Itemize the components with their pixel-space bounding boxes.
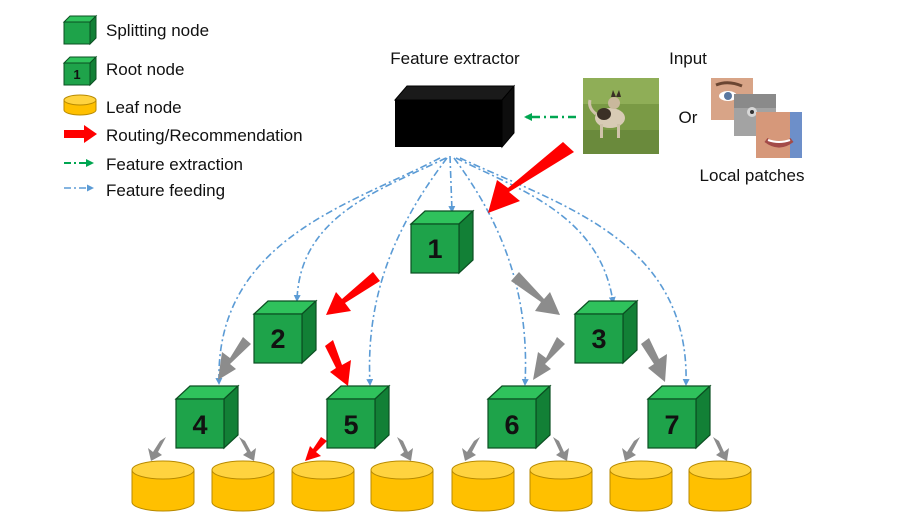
tree-node-2-label: 2 (270, 324, 285, 354)
inactive-arrow-root-to-node-3 (511, 272, 560, 315)
leaf-node-8 (688, 460, 752, 512)
tree-node-6: 6 (486, 384, 552, 450)
feeding-line-node-6 (453, 157, 529, 386)
tree-node-2: 2 (252, 299, 318, 365)
inactive-arrow-node-7-to-leaf-8 (713, 437, 729, 461)
inactive-arrow-node-3-to-node-7 (641, 338, 667, 382)
inactive-arrow-node-4-to-leaf-1 (148, 437, 166, 461)
feature-extractor-title: Feature extractor (390, 49, 520, 68)
leaf-node-6 (529, 460, 593, 512)
feature-feeding-label: Feature feeding (106, 181, 225, 200)
inactive-arrow-node-6-to-leaf-5 (462, 437, 480, 461)
tree-node-7-label: 7 (664, 410, 679, 440)
feeding-line-node-2 (293, 157, 447, 302)
leaf-node-1 (131, 460, 195, 512)
feeding-line-node-3 (455, 157, 616, 304)
tree-nodes: 1 2 3 4 5 (174, 209, 712, 450)
feature-feeding-lines (215, 155, 690, 386)
tree-node-4-label: 4 (192, 410, 207, 440)
tree-node-4: 4 (174, 384, 240, 450)
root-node-legend-number: 1 (73, 67, 80, 82)
leaf-node-4 (370, 460, 434, 512)
inactive-arrow-node-3-to-node-6 (533, 337, 565, 380)
routing-arrow-root-to-node-2 (326, 272, 380, 315)
feature-extractor-box (393, 84, 516, 149)
feeding-line-node-1 (448, 155, 456, 213)
splitting-node-label: Splitting node (106, 21, 209, 40)
leaf-node-7 (609, 460, 673, 512)
tree-node-3-label: 3 (591, 324, 606, 354)
inactive-arrows (148, 272, 729, 461)
routing-legend-arrow-icon (64, 125, 97, 143)
root-node-label: Root node (106, 60, 184, 79)
legend: Splitting node 1 Root node Leaf node Rou… (62, 14, 303, 200)
routing-arrow-node-2-to-node-5 (325, 340, 351, 386)
inactive-arrow-node-4-to-leaf-2 (239, 437, 256, 461)
input-dog-image (583, 78, 659, 154)
splitting-node-legend-icon (62, 14, 98, 46)
leaf-node-2 (211, 460, 275, 512)
leaf-node-label: Leaf node (106, 98, 182, 117)
tree-node-5-label: 5 (343, 410, 358, 440)
tree-node-1: 1 (409, 209, 475, 275)
leaf-node-3 (291, 460, 355, 512)
routing-label: Routing/Recommendation (106, 126, 303, 145)
feeding-line-node-7 (459, 157, 690, 386)
inactive-arrow-node-2-to-node-4 (218, 337, 251, 380)
routing-arrow-node-5-to-leaf (305, 437, 327, 461)
tree-node-5: 5 (325, 384, 391, 450)
leaf-node-5 (451, 460, 515, 512)
tree-node-1-label: 1 (427, 234, 442, 264)
or-label: Or (679, 108, 698, 127)
routing-arrow-input-to-root (488, 142, 574, 213)
tree-node-6-label: 6 (504, 410, 519, 440)
feature-extraction-label: Feature extraction (106, 155, 243, 174)
feeding-line-node-4 (215, 157, 441, 385)
feeding-line-node-5 (366, 157, 448, 386)
leaf-nodes (131, 460, 752, 512)
tree-node-3: 3 (573, 299, 639, 365)
local-patches-label: Local patches (700, 166, 805, 185)
root-node-legend-icon: 1 (62, 55, 98, 87)
input-title: Input (669, 49, 707, 68)
inactive-arrow-node-5-to-leaf-4 (397, 437, 413, 461)
local-patches-images (711, 78, 802, 158)
inactive-arrow-node-7-to-leaf-7 (622, 437, 640, 461)
leaf-node-legend-icon (63, 94, 97, 116)
inactive-arrow-node-6-to-leaf-6 (553, 437, 569, 461)
tree-node-7: 7 (646, 384, 712, 450)
